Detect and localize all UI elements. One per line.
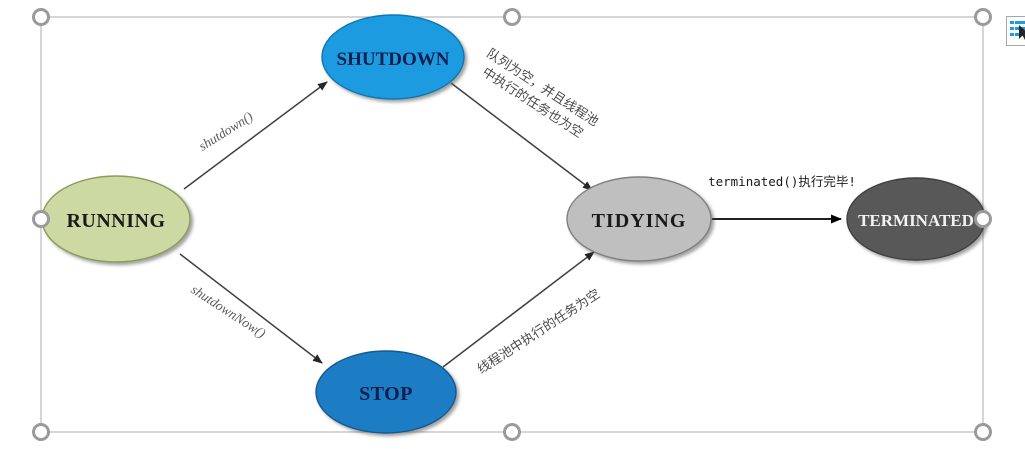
node-stop[interactable]: STOP <box>315 350 457 434</box>
edge-line <box>179 253 323 364</box>
edge-label-terminated: terminated()执行完毕! <box>708 174 856 189</box>
edge-label-pool-empty: 线程池中执行的任务为空 <box>474 286 603 377</box>
node-shape <box>315 350 457 434</box>
node-label-terminated: TERMINATED <box>858 211 974 230</box>
selection-handle-bottom-left[interactable] <box>32 423 50 441</box>
node-shape <box>566 176 712 262</box>
edge-running-to-stop[interactable]: shutdownNow() <box>179 253 323 364</box>
node-label-running: RUNNING <box>66 210 165 232</box>
node-label-stop: STOP <box>359 383 413 405</box>
layout-options-button[interactable] <box>1006 16 1025 46</box>
selection-handle-bottom-center[interactable] <box>503 423 521 441</box>
selection-handle-top-center[interactable] <box>503 8 521 26</box>
edge-shutdown-to-tidying[interactable]: 队列为空，并且线程池 中执行的任务也为空 <box>450 46 601 191</box>
node-label-shutdown: SHUTDOWN <box>337 49 450 70</box>
edge-running-to-shutdown[interactable]: shutdown() <box>183 81 328 190</box>
selection-handle-top-left[interactable] <box>32 8 50 26</box>
selection-handles[interactable] <box>32 8 992 441</box>
edge-stop-to-tidying[interactable]: 线程池中执行的任务为空 <box>442 251 603 377</box>
edge-line <box>450 82 593 191</box>
node-shape <box>321 14 465 100</box>
edge-line <box>183 81 328 190</box>
edge-label-shutdown: shutdown() <box>196 108 256 153</box>
node-shutdown[interactable]: SHUTDOWN <box>321 14 465 100</box>
edge-label-queue-empty: 队列为空，并且线程池 中执行的任务也为空 <box>479 46 601 141</box>
selection-handle-bottom-right[interactable] <box>974 423 992 441</box>
selection-handle-middle-left[interactable] <box>32 210 50 228</box>
node-label-tidying: TIDYING <box>592 210 687 232</box>
edge-tidying-to-terminated[interactable]: terminated()执行完毕! <box>708 174 856 224</box>
node-tidying[interactable]: TIDYING <box>566 176 712 262</box>
selection-handle-top-right[interactable] <box>974 8 992 26</box>
selection-handle-middle-right[interactable] <box>974 210 992 228</box>
node-terminated[interactable]: TERMINATED <box>846 177 986 261</box>
layout-options-icon <box>1010 21 1025 40</box>
edge-line <box>442 251 595 368</box>
node-running[interactable]: RUNNING <box>41 175 191 263</box>
